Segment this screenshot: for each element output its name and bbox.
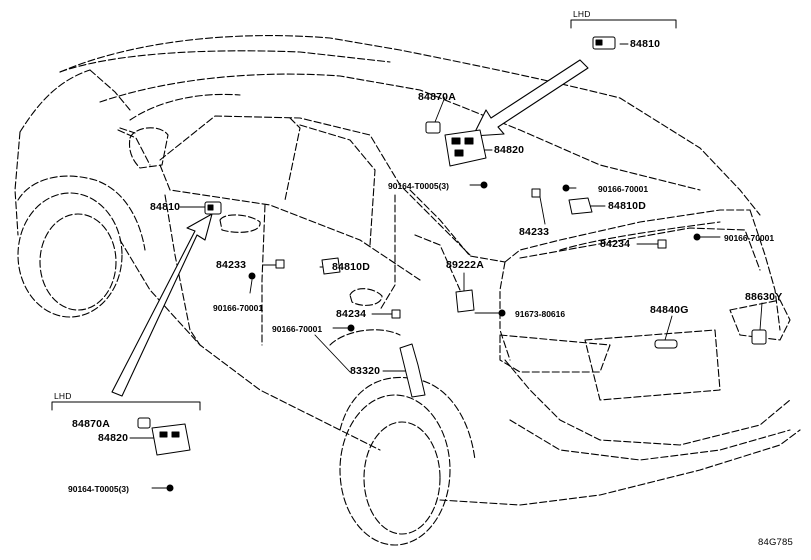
- lhd-label-top: LHD: [573, 9, 591, 19]
- part-label-90166-mid[interactable]: 90166-70001: [213, 303, 264, 313]
- diagram-code: 84G785: [758, 537, 794, 548]
- part-label-90164-top[interactable]: 90164-T0005(3): [388, 181, 449, 191]
- part-label-84233-mid[interactable]: 84233: [216, 259, 247, 271]
- part-label-84820-bottom[interactable]: 84820: [98, 432, 129, 444]
- part-label-84234-right[interactable]: 84234: [600, 238, 631, 250]
- part-label-88630y[interactable]: 88630Y: [745, 291, 783, 303]
- vehicle-body-outline: [14, 35, 801, 546]
- leader-lines: [129, 43, 763, 489]
- part-label-84810d-mid[interactable]: 84810D: [332, 261, 370, 273]
- lhd-bracket-bottom: [51, 401, 201, 411]
- part-label-91673[interactable]: 91673-80616: [515, 309, 566, 319]
- part-label-84870a-bottom[interactable]: 84870A: [72, 418, 110, 430]
- part-label-89222a[interactable]: 89222A: [446, 259, 484, 271]
- part-shapes: [137, 36, 767, 492]
- arrow-left: [111, 213, 213, 397]
- part-label-90166-right-2[interactable]: 90166-70001: [724, 233, 775, 243]
- part-label-90166-right-1[interactable]: 90166-70001: [598, 184, 649, 194]
- part-label-84840g[interactable]: 84840G: [650, 304, 689, 316]
- part-label-84234-mid[interactable]: 84234: [336, 308, 367, 320]
- part-label-84810d-right[interactable]: 84810D: [608, 200, 646, 212]
- part-label-90164-bottom[interactable]: 90164-T0005(3): [68, 484, 129, 494]
- part-label-90166-mid-2[interactable]: 90166-70001: [272, 324, 323, 334]
- part-label-84233-right[interactable]: 84233: [519, 226, 550, 238]
- part-label-84820-top[interactable]: 84820: [494, 144, 525, 156]
- part-label-84810-left[interactable]: 84810: [150, 201, 181, 213]
- arrow-top: [472, 59, 589, 137]
- lhd-label-bottom: LHD: [54, 391, 72, 401]
- part-label-83320[interactable]: 83320: [350, 365, 381, 377]
- part-label-84810-top[interactable]: 84810: [630, 38, 661, 50]
- part-label-84870a-top[interactable]: 84870A: [418, 91, 456, 103]
- lhd-bracket-top: [570, 19, 677, 29]
